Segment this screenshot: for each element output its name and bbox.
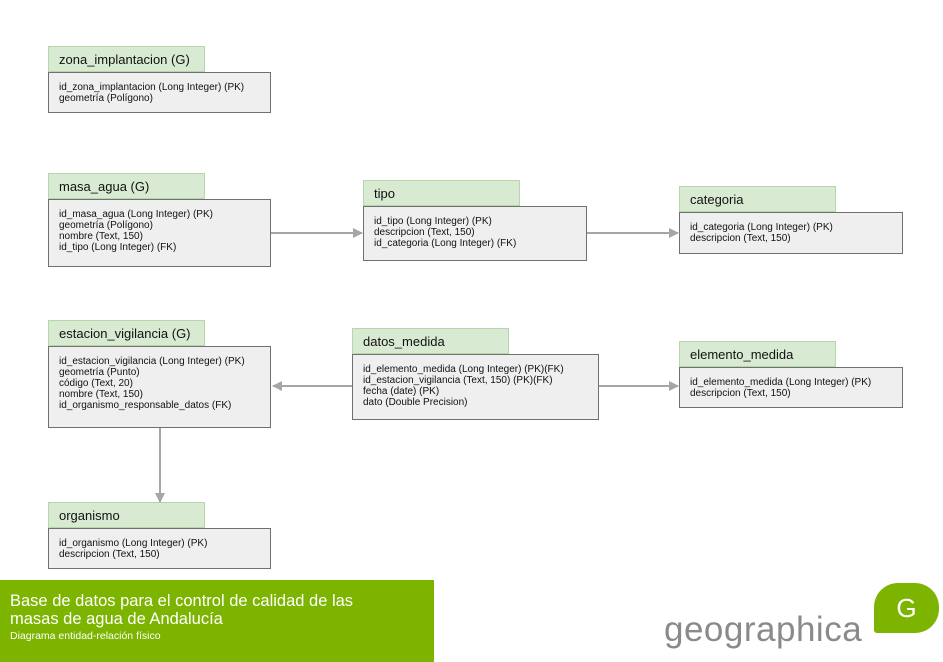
field-row: dato (Double Precision) — [363, 397, 468, 408]
entity-fields: id_tipo (Long Integer) (PK) descripcion … — [363, 206, 587, 261]
field-row: id_tipo (Long Integer) (PK) — [374, 216, 492, 227]
field-row: descripcion (Text, 150) — [374, 227, 475, 238]
entity-title: estacion_vigilancia (G) — [48, 320, 205, 346]
field-row: geometría (Polígono) — [59, 93, 153, 104]
brand-wordmark: geographica — [664, 610, 863, 649]
field-row: descripcion (Text, 150) — [59, 549, 160, 560]
field-row: id_estacion_vigilancia (Text, 150) (PK)(… — [363, 375, 553, 386]
field-row: nombre (Text, 150) — [59, 389, 143, 400]
entity-fields: id_categoria (Long Integer) (PK) descrip… — [679, 212, 903, 254]
entity-fields: id_organismo (Long Integer) (PK) descrip… — [48, 528, 271, 569]
entity-fields: id_masa_agua (Long Integer) (PK) geometr… — [48, 199, 271, 267]
entity-title: zona_implantacion (G) — [48, 46, 205, 72]
entity-title: organismo — [48, 502, 205, 528]
field-row: id_tipo (Long Integer) (FK) — [59, 242, 177, 253]
field-row: id_masa_agua (Long Integer) (PK) — [59, 209, 213, 220]
entity-title: masa_agua (G) — [48, 173, 205, 199]
field-row: id_elemento_medida (Long Integer) (PK)(F… — [363, 364, 564, 375]
field-row: id_categoria (Long Integer) (FK) — [374, 238, 517, 249]
field-row: id_estacion_vigilancia (Long Integer) (P… — [59, 356, 245, 367]
field-row: id_zona_implantacion (Long Integer) (PK) — [59, 82, 245, 93]
field-row: nombre (Text, 150) — [59, 231, 143, 242]
entity-fields: id_zona_implantacion (Long Integer) (PK)… — [48, 72, 271, 113]
entity-fields: id_estacion_vigilancia (Long Integer) (P… — [48, 346, 271, 428]
field-row: id_categoria (Long Integer) (PK) — [690, 222, 833, 233]
footer-banner: Base de datos para el control de calidad… — [0, 580, 434, 662]
entity-title: datos_medida — [352, 328, 509, 354]
brand-logo-icon: G — [874, 583, 939, 633]
entity-title: elemento_medida — [679, 341, 836, 367]
entity-fields: id_elemento_medida (Long Integer) (PK)(F… — [352, 354, 599, 420]
field-row: geometría (Punto) — [59, 367, 140, 378]
field-row: geometría (Polígono) — [59, 220, 153, 231]
field-row: descripcion (Text, 150) — [690, 233, 791, 244]
field-row: fecha (date) (PK) — [363, 386, 440, 397]
footer-title-line1: Base de datos para el control de calidad… — [10, 592, 354, 610]
entity-title: tipo — [363, 180, 520, 206]
entity-title: categoria — [679, 186, 836, 212]
field-row: id_organismo_responsable_datos (FK) — [59, 400, 232, 411]
entity-fields: id_elemento_medida (Long Integer) (PK) d… — [679, 367, 903, 408]
footer-subtitle: Diagrama entidad-relación físico — [10, 630, 161, 642]
footer-title-line2: masas de agua de Andalucía — [10, 610, 223, 628]
field-row: id_elemento_medida (Long Integer) (PK) — [690, 377, 872, 388]
field-row: id_organismo (Long Integer) (PK) — [59, 538, 208, 549]
field-row: descripcion (Text, 150) — [690, 388, 791, 399]
field-row: código (Text, 20) — [59, 378, 133, 389]
